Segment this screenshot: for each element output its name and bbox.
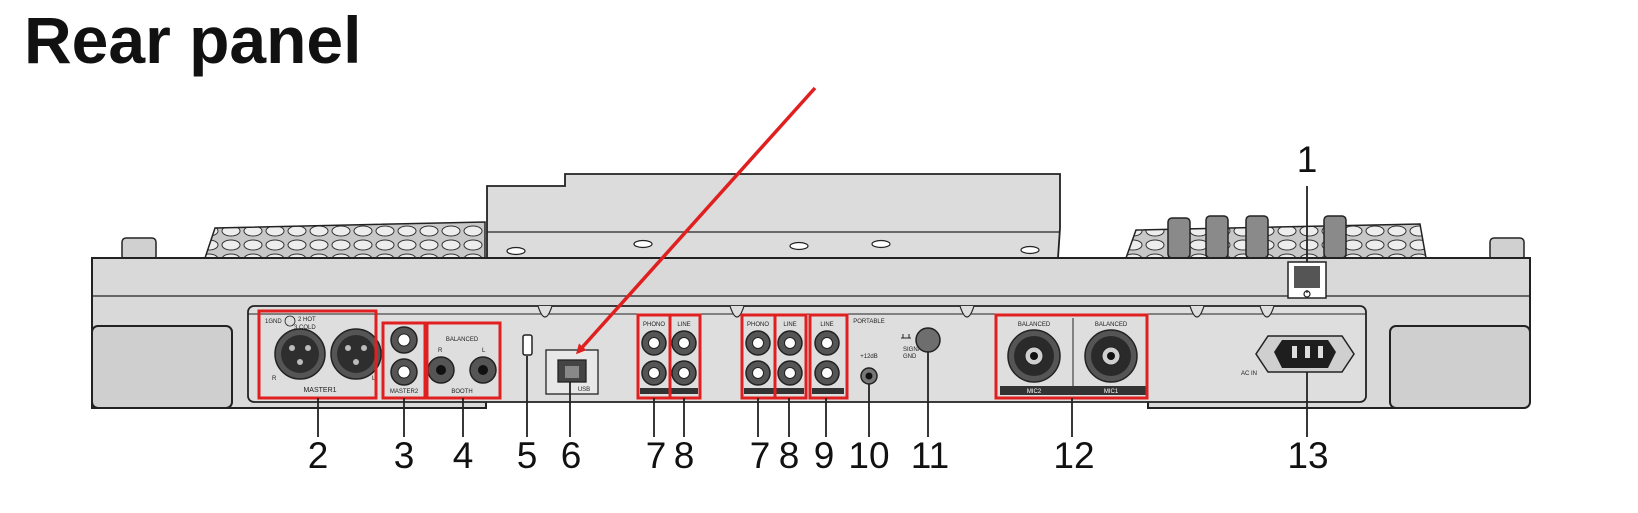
- callout-8a: 8: [674, 435, 695, 476]
- ground-icon: [901, 334, 911, 339]
- highlight-line-3: [808, 313, 849, 400]
- phono-2-rca-jacks: [745, 330, 771, 386]
- master2-label: MASTER2: [390, 389, 419, 395]
- security-slot: [522, 334, 533, 356]
- master1-l-label: L: [372, 376, 376, 382]
- booth-r-label: R: [438, 348, 443, 354]
- usb-group: USB: [545, 349, 599, 395]
- mic2-balanced-label: BALANCED: [1018, 322, 1051, 328]
- master1-l-xlr-jack: [330, 328, 382, 380]
- master2-group: MASTER2: [390, 326, 419, 395]
- callout-3: 3: [394, 435, 415, 476]
- booth-group: BALANCED R L BOOTH: [427, 337, 497, 395]
- portable-label: PORTABLE: [853, 319, 884, 325]
- booth-l-jack: [469, 356, 497, 384]
- callout-1: 1: [1297, 139, 1318, 180]
- line-1-rca-jacks: [671, 330, 697, 386]
- xlr-legend-hot: 2 HOT: [298, 317, 316, 323]
- callout-6: 6: [561, 435, 582, 476]
- power-switch: [1287, 261, 1327, 299]
- xlr-legend-gnd: 1GND: [265, 319, 282, 325]
- highlight-line-1: [668, 313, 702, 400]
- mic1-label: MIC1: [1104, 389, 1119, 395]
- leader-lines: [317, 186, 1308, 437]
- callout-9: 9: [814, 435, 835, 476]
- master2-rca-jack-bottom: [390, 358, 418, 386]
- callout-4: 4: [453, 435, 474, 476]
- ac-in-label: AC IN: [1241, 371, 1257, 377]
- booth-balanced-label: BALANCED: [446, 337, 479, 343]
- xlr-legend-cold: 3 COLD: [294, 325, 316, 331]
- portable-mini-jack: [860, 367, 878, 385]
- phono-2-label: PHONO: [747, 322, 769, 328]
- line-2-rca-jacks: [777, 330, 803, 386]
- page-title: Rear panel: [24, 3, 362, 77]
- signal-gnd-label-1: SIGNAL: [903, 347, 926, 353]
- phono-1-label: PHONO: [643, 322, 665, 328]
- callout-7b: 7: [750, 435, 771, 476]
- xlr-pin-icon: [284, 315, 296, 327]
- signal-gnd-terminal: [915, 327, 941, 353]
- top-knobs: [1167, 215, 1347, 259]
- mic2-label: MIC2: [1027, 389, 1042, 395]
- master1-r-label: R: [272, 376, 277, 382]
- line-2-label: LINE: [783, 322, 796, 328]
- booth-label: BOOTH: [451, 389, 472, 395]
- left-foot: [91, 325, 233, 409]
- mic2-combo-jack: [1007, 329, 1061, 383]
- phono-1-rca-jacks: [641, 330, 667, 386]
- line-3-rca-jacks: [814, 330, 840, 386]
- callout-11: 11: [911, 435, 949, 476]
- line-3-group: LINE: [812, 322, 844, 394]
- callout-13: 13: [1287, 435, 1328, 476]
- right-foot: [1389, 325, 1531, 409]
- right-knob-nub: [1489, 237, 1525, 261]
- left-jog-top: [203, 221, 486, 259]
- booth-l-label: L: [482, 348, 486, 354]
- master1-group: 1GND 2 HOT 3 COLD R L MASTER1: [265, 315, 382, 394]
- callout-8b: 8: [779, 435, 800, 476]
- highlight-line-2: [773, 313, 808, 400]
- callout-5: 5: [517, 435, 538, 476]
- ac-in-group: AC IN: [1241, 335, 1355, 377]
- mixer-top: [486, 173, 1061, 259]
- line-3-label: LINE: [820, 322, 833, 328]
- panel-notches: [537, 305, 1275, 318]
- master2-rca-jack-top: [390, 326, 418, 354]
- master1-r-xlr-jack: [274, 328, 326, 380]
- mic1-combo-jack: [1084, 329, 1138, 383]
- portable-gain-label: +12dB: [860, 354, 878, 360]
- red-arrow: [575, 86, 817, 355]
- callout-2: 2: [308, 435, 329, 476]
- power-icon: [1303, 290, 1311, 298]
- usb-label: USB: [578, 387, 590, 393]
- signal-gnd-label-2: GND: [903, 354, 917, 360]
- signal-gnd-group: SIGNAL GND: [901, 327, 941, 360]
- mic1-balanced-label: BALANCED: [1095, 322, 1128, 328]
- booth-r-jack: [427, 356, 455, 384]
- master1-label: MASTER1: [303, 387, 336, 394]
- callout-12: 12: [1053, 435, 1094, 476]
- line-1-label: LINE: [677, 322, 690, 328]
- left-knob-nub: [121, 237, 157, 261]
- mic-group: BALANCED BALANCED MIC2 MIC1: [1000, 318, 1146, 395]
- callout-numbers: 1 2 3 4 5 6 7 8 7 8 9 10 11 12 13: [308, 139, 1329, 476]
- portable-group: PORTABLE +12dB: [853, 319, 885, 385]
- callout-10: 10: [848, 435, 889, 476]
- callout-7a: 7: [646, 435, 667, 476]
